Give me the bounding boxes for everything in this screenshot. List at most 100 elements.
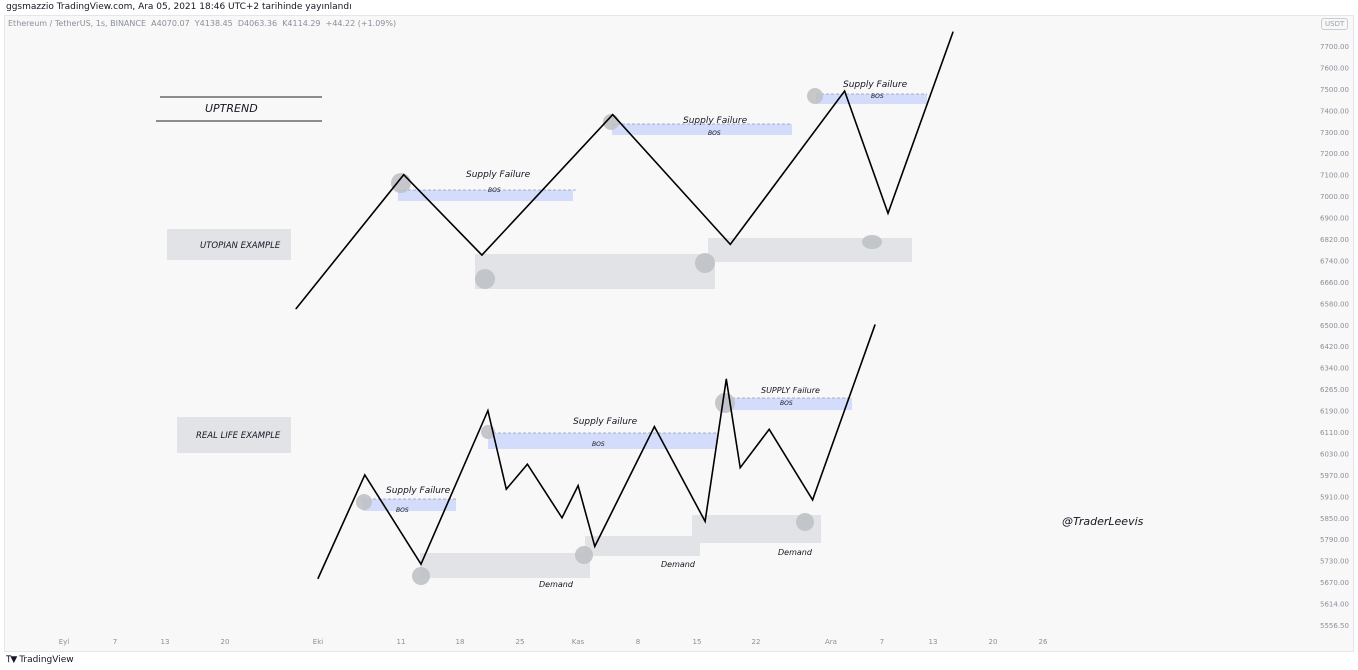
bos-zone: [816, 94, 927, 104]
x-tick-label: 18: [456, 638, 465, 646]
swing-circle: [715, 393, 735, 413]
swing-circle: [475, 269, 495, 289]
y-tick-label: 6110.00: [1320, 429, 1349, 437]
y-tick-label: 5910.00: [1320, 493, 1349, 501]
x-tick-label: 7: [113, 638, 117, 646]
price-path-vertex: [952, 31, 954, 33]
x-tick-label: 8: [636, 638, 640, 646]
price-axis: 7700.007600.007500.007400.007300.007200.…: [1320, 43, 1349, 630]
y-tick-label: 6030.00: [1320, 450, 1349, 458]
demand-zone: [475, 254, 715, 289]
price-path-vertex: [420, 563, 422, 565]
y-tick-label: 6500.00: [1320, 322, 1349, 330]
y-tick-label: 5790.00: [1320, 536, 1349, 544]
tradingview-logo-icon: ⟙▼: [6, 655, 17, 665]
supply-failure-label: Supply Failure: [466, 170, 531, 180]
reallife-label-box: [177, 417, 291, 453]
y-tick-label: 7500.00: [1320, 86, 1349, 94]
x-tick-label: 26: [1039, 638, 1048, 646]
reallife-example-label: REAL LIFE EXAMPLE: [196, 431, 281, 441]
y-tick-label: 5614.00: [1320, 601, 1349, 609]
price-path-vertex: [844, 90, 846, 92]
swing-circle: [356, 494, 372, 510]
price-path-line: [317, 324, 876, 579]
price-path-vertex: [317, 577, 319, 580]
price-path-vertex: [295, 308, 297, 310]
x-tick-label: 25: [516, 638, 525, 646]
y-tick-label: 6580.00: [1320, 300, 1349, 308]
swing-circle: [807, 88, 823, 104]
x-tick-label: 20: [989, 638, 998, 646]
y-tick-label: 6900.00: [1320, 215, 1349, 223]
bos-label: BOS: [871, 93, 884, 100]
published-info: ggsmazzio TradingView.com, Ara 05, 2021 …: [6, 2, 352, 12]
y-tick-label: 6420.00: [1320, 343, 1349, 351]
bos-zone: [612, 124, 792, 135]
price-path-vertex: [812, 499, 814, 501]
high-value: Y4138.45: [194, 19, 233, 28]
price-path-vertex: [612, 114, 614, 116]
price-path-vertex: [487, 410, 489, 412]
demand-label: Demand: [778, 548, 813, 557]
y-tick-label: 7000.00: [1320, 193, 1349, 201]
y-tick-label: 5670.00: [1320, 579, 1349, 587]
uptrend-title: UPTREND: [205, 102, 258, 115]
low-value: D4063.36: [237, 19, 278, 28]
x-tick-label: 7: [880, 638, 884, 646]
x-tick-label: 20: [221, 638, 230, 646]
bos-label: BOS: [592, 441, 605, 448]
price-path-line: [295, 31, 954, 310]
utopian-label-box: [167, 229, 291, 260]
demand-label: Demand: [539, 580, 574, 589]
price-path-vertex: [364, 474, 366, 476]
demand-zone: [585, 536, 700, 556]
bos-label: BOS: [488, 187, 501, 194]
bos-zone: [398, 190, 573, 201]
y-tick-label: 6190.00: [1320, 408, 1349, 416]
x-tick-label: 11: [397, 638, 406, 646]
y-tick-label: 7600.00: [1320, 64, 1349, 72]
y-tick-label: 5850.00: [1320, 515, 1349, 523]
y-tick-label: 6820.00: [1320, 236, 1349, 244]
y-tick-label: 6740.00: [1320, 257, 1349, 265]
y-tick-label: 7400.00: [1320, 107, 1349, 115]
supply-failure-label: Supply Failure: [843, 80, 908, 90]
price-path-vertex: [874, 324, 876, 326]
x-tick-label: 22: [752, 638, 761, 646]
x-tick-label: Kas: [572, 638, 585, 646]
change-value: +44.22 (+1.09%): [325, 19, 397, 28]
y-tick-label: 5730.00: [1320, 558, 1349, 566]
price-path-vertex: [594, 545, 596, 548]
utopian-example-label: UTOPIAN EXAMPLE: [200, 241, 281, 251]
price-path-vertex: [704, 520, 706, 523]
x-tick-label: Ara: [825, 638, 837, 646]
price-series-layer: [295, 31, 954, 580]
demand-zone: [420, 553, 590, 578]
open-value: A4070.07: [151, 19, 190, 28]
price-path-vertex: [653, 426, 656, 428]
footer-brand: ⟙▼ TradingView: [6, 655, 74, 665]
bos-zone: [722, 398, 852, 410]
currency-badge[interactable]: USDT: [1321, 18, 1349, 30]
y-tick-label: 6265.00: [1320, 386, 1349, 394]
y-tick-label: 7100.00: [1320, 172, 1349, 180]
y-tick-label: 5556.50: [1320, 622, 1349, 630]
y-tick-label: 6340.00: [1320, 365, 1349, 373]
x-tick-label: 13: [929, 638, 938, 646]
swing-circle: [575, 546, 593, 564]
x-tick-label: 15: [693, 638, 702, 646]
supply-failure-label: Supply Failure: [573, 417, 638, 427]
y-tick-label: 7300.00: [1320, 129, 1349, 137]
price-path-vertex: [403, 174, 405, 176]
y-tick-label: 6660.00: [1320, 279, 1349, 287]
price-path-vertex: [505, 488, 507, 490]
price-path-vertex: [739, 467, 741, 469]
price-path-vertex: [725, 378, 727, 380]
bos-label: BOS: [396, 507, 409, 514]
price-path-vertex: [577, 485, 579, 487]
supply-failure-label: Supply Failure: [683, 116, 748, 126]
bos-zone: [363, 499, 456, 511]
symbol-ohlc-bar: Ethereum / TetherUS, 1s, BINANCE A4070.0…: [8, 19, 396, 28]
